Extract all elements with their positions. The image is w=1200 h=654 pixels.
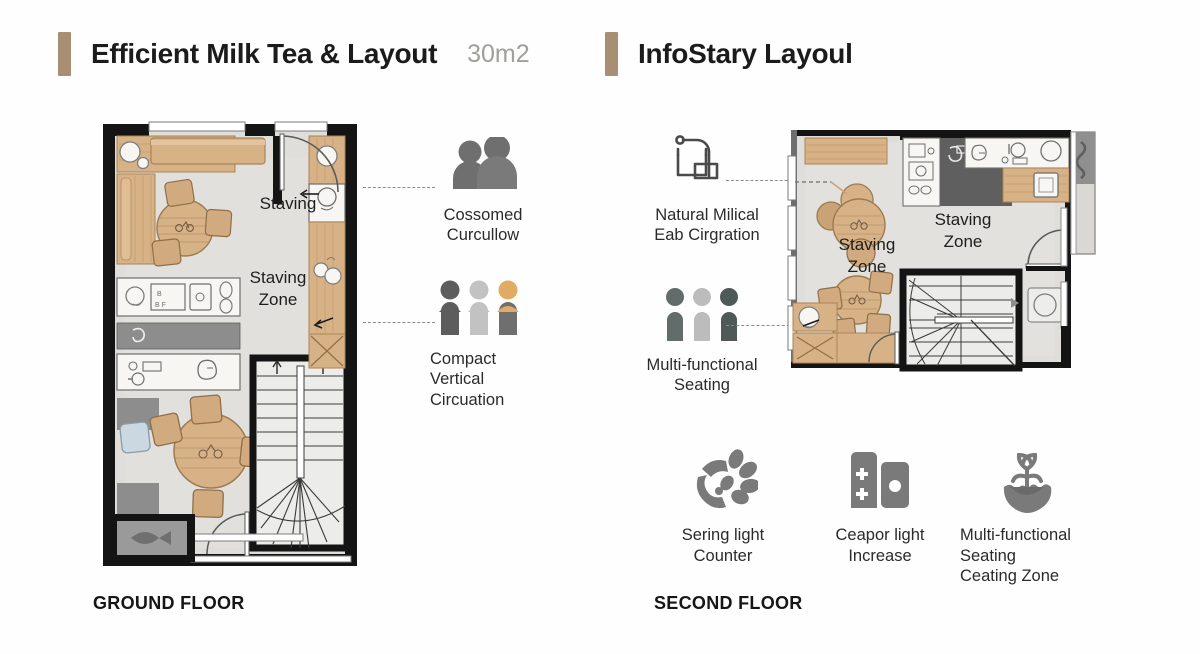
- left-header: Efficient Milk Tea & Layout 30m2: [58, 32, 530, 76]
- annotation-compact-vertical-circuation[interactable]: Compact Vertical Circuation: [404, 275, 554, 410]
- connector-line-1: [363, 187, 435, 188]
- two-people-icon: [408, 131, 558, 193]
- annotation-3-line-2: Eab Cirgration: [654, 226, 760, 245]
- annotation-multi-functional-seating[interactable]: Multi-functional Seating: [622, 281, 782, 396]
- hand-leaf-icon: [638, 445, 808, 515]
- left-area-label: 30m2: [467, 39, 530, 68]
- appliance-panel-icon: [795, 445, 965, 515]
- feature-2-line-1: Ceapor light: [835, 526, 925, 544]
- annotation-2-line-1: Compact: [430, 350, 497, 368]
- feature-1-line-1: Sering light: [681, 526, 765, 544]
- annotation-natural-milical[interactable]: Natural Milical Eab Cirgration: [622, 131, 792, 246]
- annotation-1-line-1: Cossomed: [443, 206, 523, 224]
- three-people-icon: [622, 281, 782, 343]
- annotation-2-line-3: Circuation: [430, 390, 505, 409]
- right-header: InfoStary Layoul: [605, 32, 853, 76]
- feature-multi-functional-seating-zone[interactable]: Multi-functional Seating Ceating Zone: [960, 445, 1160, 587]
- right-title: InfoStary Layoul: [638, 38, 853, 69]
- plant-bowl-icon: [960, 445, 1160, 515]
- annotation-4-line-1: Multi-functional: [646, 356, 758, 374]
- annotation-cossomed-curcullow[interactable]: Cossomed Curcullow: [408, 131, 558, 246]
- second-floor-plan-svg: [787, 130, 1096, 372]
- feature-2-line-2: Increase: [848, 546, 912, 565]
- three-people-vertical-icon: [404, 275, 554, 337]
- annotation-4-line-2: Seating: [674, 376, 730, 395]
- left-title: Efficient Milk Tea & Layout: [91, 38, 438, 69]
- svg-text:B F: B F: [155, 302, 166, 309]
- second-floor-caption: SECOND FLOOR: [654, 593, 803, 613]
- ground-floor-plan-svg: B B F: [103, 121, 357, 566]
- connector-line-2: [363, 322, 435, 323]
- connector-line-4: [726, 325, 800, 326]
- feature-3-line-2: Seating: [960, 546, 1016, 565]
- feature-1-line-2: Counter: [693, 546, 753, 565]
- annotation-3-line-1: Natural Milical: [655, 206, 759, 224]
- second-floor-plan[interactable]: Staving Zone Staving Zone: [785, 120, 1097, 372]
- connector-line-3: [726, 180, 812, 181]
- annotation-1-line-2: Curcullow: [446, 226, 520, 245]
- left-accent-bar: [58, 32, 71, 76]
- svg-text:B: B: [157, 291, 162, 298]
- annotation-2-line-2: Vertical: [430, 370, 485, 389]
- feature-ceapor-light-increase[interactable]: Ceapor light Increase: [795, 445, 965, 566]
- ground-floor-caption: GROUND FLOOR: [93, 593, 245, 613]
- ground-floor-plan[interactable]: B B F: [95, 118, 365, 573]
- feature-sering-light-counter[interactable]: Sering light Counter: [638, 445, 808, 566]
- feature-3-line-3: Ceating Zone: [960, 567, 1060, 586]
- feature-3-line-1: Multi-functional: [960, 526, 1071, 544]
- faucet-sink-icon: [622, 131, 792, 193]
- right-accent-bar: [605, 32, 618, 76]
